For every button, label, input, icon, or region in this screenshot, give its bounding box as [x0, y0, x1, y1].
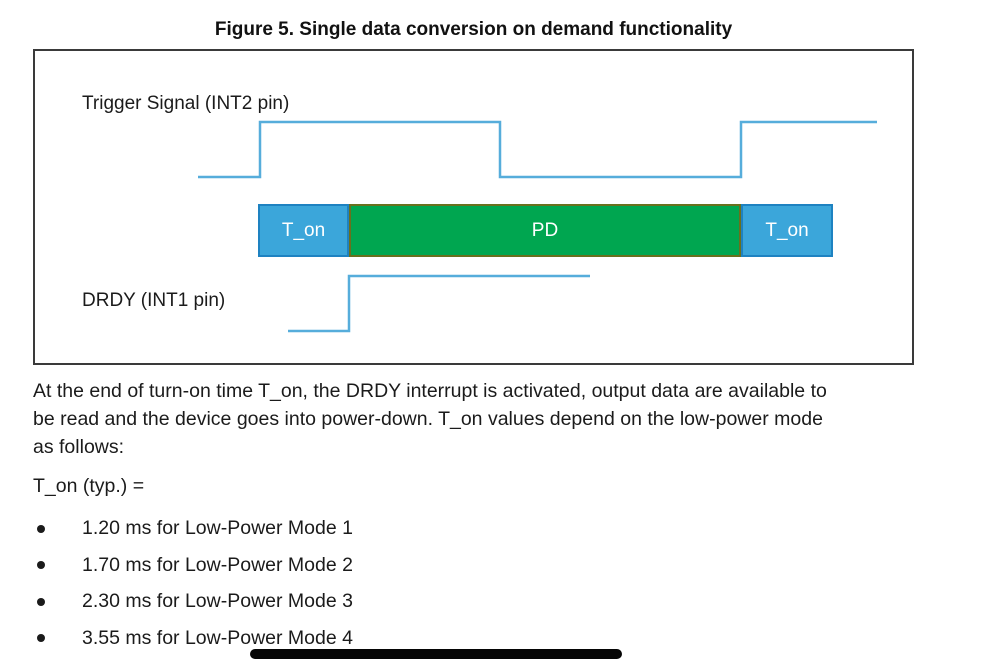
drdy-signal-label: DRDY (INT1 pin) [82, 290, 226, 311]
phase-segment-ton-left: T_on [258, 204, 349, 257]
bullet-dot-icon [37, 561, 45, 569]
list-item-text: 3.55 ms for Low-Power Mode 4 [82, 626, 353, 649]
bullet-dot-icon [37, 597, 45, 606]
list-item: 2.30 ms for Low-Power Mode 3 [33, 583, 353, 620]
timing-waveforms [198, 120, 877, 333]
list-item-text: 1.20 ms for Low-Power Mode 1 [82, 517, 353, 539]
figure-title: Figure 5. Single data conversion on dema… [214, 19, 733, 40]
page-separator-bar [250, 649, 622, 659]
paragraph-line: as follows: [33, 436, 125, 458]
phase-segment-pd: PD [349, 204, 741, 257]
phase-segment-ton-right: T_on [741, 204, 833, 257]
trigger-waveform [198, 120, 877, 179]
figure-box: Trigger Signal (INT2 pin) DRDY (INT1 pin… [33, 49, 914, 365]
list-item-text: 2.30 ms for Low-Power Mode 3 [82, 590, 353, 612]
ton-values-list: 1.20 ms for Low-Power Mode 1 1.70 ms for… [33, 510, 353, 656]
description-paragraph: At the end of turn-on time T_on, the DRD… [33, 377, 963, 461]
list-item: 1.70 ms for Low-Power Mode 2 [33, 547, 353, 584]
trigger-signal-label: Trigger Signal (INT2 pin) [82, 93, 290, 114]
list-item: 1.20 ms for Low-Power Mode 1 [33, 510, 353, 547]
list-item-text: 1.70 ms for Low-Power Mode 2 [82, 553, 353, 576]
list-item: 3.55 ms for Low-Power Mode 4 [33, 620, 353, 657]
ton-typ-heading: T_on (typ.) = [33, 475, 145, 497]
drdy-waveform [288, 274, 590, 333]
paragraph-line: be read and the device goes into power-d… [33, 408, 823, 430]
bullet-dot-icon [37, 634, 45, 642]
paragraph-line: At the end of turn-on time T_on, the DRD… [33, 380, 827, 402]
phase-bar: T_on PD T_on [258, 204, 833, 257]
bullet-dot-icon [37, 524, 45, 533]
